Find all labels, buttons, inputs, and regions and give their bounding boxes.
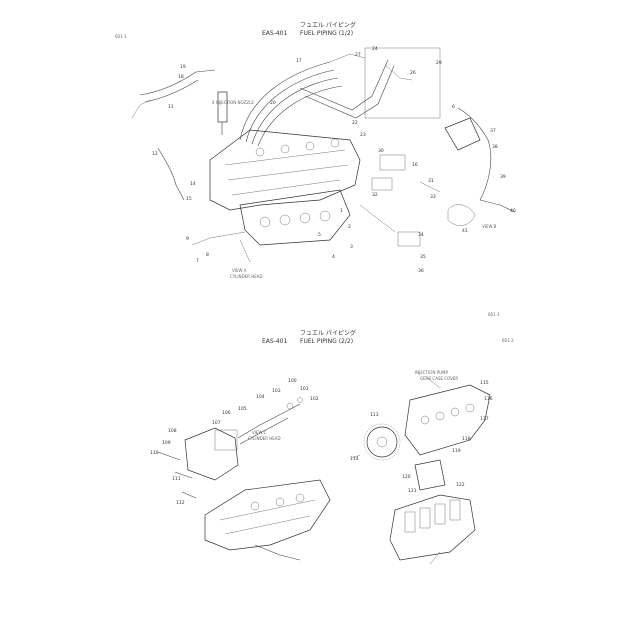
svg-text:100: 100	[288, 378, 297, 384]
svg-text:35: 35	[420, 254, 426, 260]
svg-text:108: 108	[168, 428, 177, 434]
svg-text:18: 18	[178, 74, 184, 80]
svg-text:16: 16	[412, 162, 418, 168]
svg-text:106: 106	[222, 410, 231, 416]
svg-text:30: 30	[378, 148, 384, 154]
note-view-b: VIEW B	[482, 224, 497, 229]
svg-text:116: 116	[484, 396, 493, 402]
svg-text:37: 37	[490, 128, 496, 134]
title-english: FUEL PIPING (1/2)	[300, 30, 354, 37]
svg-text:17: 17	[296, 58, 302, 64]
note-cylinder-head: CYLINDER HEAD	[230, 274, 263, 279]
svg-text:9: 9	[186, 236, 189, 242]
note-view-c: VIEW C	[252, 430, 267, 435]
section-code: EAS-401	[262, 338, 288, 345]
svg-text:29: 29	[436, 60, 442, 66]
svg-text:103: 103	[272, 388, 281, 394]
svg-text:4: 4	[332, 254, 335, 260]
svg-text:22: 22	[352, 120, 358, 126]
svg-text:36: 36	[418, 268, 424, 274]
svg-text:39: 39	[500, 174, 506, 180]
note-injection-pump: INJECTION PUMP	[415, 370, 448, 375]
svg-text:101: 101	[300, 386, 309, 392]
note-injection-nozzle: 4 INJECTION NOZZLE	[212, 100, 254, 105]
svg-text:6: 6	[452, 104, 455, 110]
title-english: FUEL PIPING (2/2)	[300, 338, 354, 345]
svg-text:27: 27	[355, 52, 361, 58]
svg-text:19: 19	[180, 64, 186, 70]
svg-text:121: 121	[408, 488, 417, 494]
svg-text:104: 104	[256, 394, 265, 400]
page-right-ref: 601-2	[502, 338, 514, 343]
svg-text:11: 11	[168, 104, 174, 110]
svg-text:107: 107	[212, 420, 221, 426]
parts-sheet-fuel-piping-1: 601-1 フュエル パイピング EAS-401 FUEL PIPING (1/…	[115, 22, 516, 317]
svg-text:2: 2	[348, 224, 351, 230]
svg-text:24: 24	[372, 46, 378, 52]
note-view-a: VIEW A	[232, 268, 247, 273]
svg-text:7: 7	[196, 258, 199, 264]
svg-text:120: 120	[402, 474, 411, 480]
note-gear-case-cover: GEAR CASE COVER	[420, 376, 459, 381]
svg-text:1: 1	[340, 208, 343, 214]
svg-text:5: 5	[318, 232, 321, 238]
svg-text:34: 34	[418, 232, 424, 238]
svg-text:20: 20	[270, 100, 276, 106]
svg-text:38: 38	[492, 144, 498, 150]
svg-text:122: 122	[456, 482, 465, 488]
svg-text:112: 112	[176, 500, 185, 506]
svg-text:33: 33	[430, 194, 436, 200]
svg-text:115: 115	[480, 380, 489, 386]
svg-text:118: 118	[462, 436, 471, 442]
svg-text:110: 110	[150, 450, 159, 456]
svg-text:117: 117	[480, 416, 489, 422]
svg-text:114: 114	[350, 456, 359, 462]
svg-text:113: 113	[370, 412, 379, 418]
title-japanese: フュエル パイピング	[300, 22, 356, 29]
svg-text:102: 102	[310, 396, 319, 402]
svg-text:26: 26	[410, 70, 416, 76]
svg-text:105: 105	[238, 406, 247, 412]
svg-text:40: 40	[510, 208, 516, 214]
svg-text:32: 32	[372, 192, 378, 198]
svg-text:12: 12	[152, 151, 158, 157]
title-japanese: フュエル パイピング	[300, 330, 356, 337]
svg-text:111: 111	[172, 476, 181, 482]
svg-text:119: 119	[452, 448, 461, 454]
svg-text:3: 3	[350, 244, 353, 250]
svg-text:14: 14	[190, 181, 196, 187]
svg-text:15: 15	[186, 196, 192, 202]
section-code: EAS-401	[262, 30, 288, 37]
note-cylinder-head-bottom: CYLINDER HEAD	[248, 436, 281, 441]
svg-text:41: 41	[462, 228, 468, 234]
page-footer-ref: 601-1	[488, 312, 500, 317]
parts-sheet-fuel-piping-2: フュエル パイピング EAS-401 FUEL PIPING (2/2) 601…	[0, 320, 637, 625]
svg-text:109: 109	[162, 440, 171, 446]
svg-text:23: 23	[360, 132, 366, 138]
svg-text:31: 31	[428, 178, 434, 184]
page-corner-ref: 601-1	[115, 34, 127, 39]
svg-text:8: 8	[206, 252, 209, 258]
